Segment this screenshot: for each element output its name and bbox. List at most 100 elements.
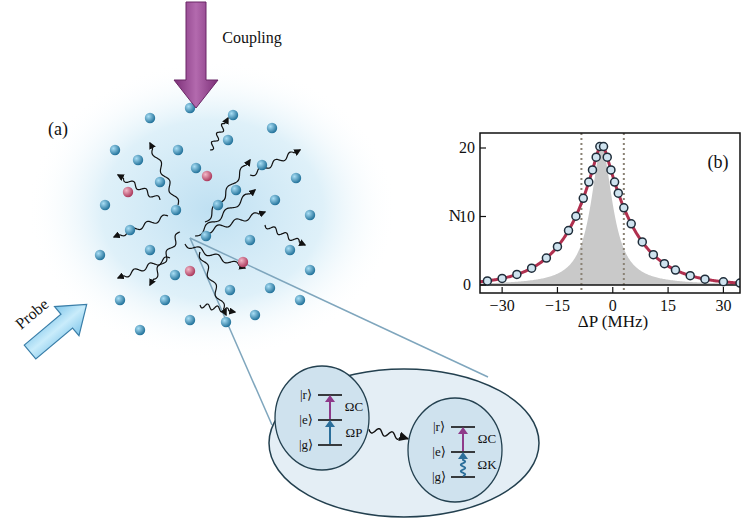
rydberg-atom: [185, 266, 195, 276]
fit-curve: [480, 145, 740, 284]
rabi-label: ΩC: [345, 400, 363, 414]
ground-atom: [265, 283, 275, 293]
data-point: [719, 278, 727, 286]
rydberg-atom: [238, 257, 248, 267]
data-point: [611, 178, 619, 186]
data-point: [686, 272, 694, 280]
level-scheme: |r⟩ |e⟩ |g⟩ ΩC ΩK: [407, 397, 503, 503]
state-label: |g⟩: [299, 438, 313, 452]
ground-atom: [257, 160, 267, 170]
level-scheme-outline: [274, 365, 370, 471]
scattered-photon: [210, 118, 228, 150]
tick-label: −15: [545, 297, 570, 315]
ground-atom: [145, 245, 155, 255]
data-point: [620, 204, 628, 212]
tick-mark: [480, 147, 486, 148]
state-label: |r⟩: [433, 420, 445, 434]
scattered-photon: [205, 212, 265, 233]
ground-atom: [170, 270, 180, 280]
energy-transfer-arrow: [369, 429, 408, 440]
state-label: |g⟩: [432, 470, 446, 484]
energy-level: [318, 444, 342, 446]
scattered-photon: [118, 175, 160, 200]
ground-atom: [231, 185, 241, 195]
data-point: [627, 220, 635, 228]
ground-atom: [221, 317, 231, 327]
rabi-label: ΩK: [477, 458, 496, 472]
scattered-photon: [200, 304, 235, 312]
data-point: [638, 238, 646, 246]
state-label: |e⟩: [432, 445, 445, 459]
ground-atom: [95, 250, 105, 260]
data-point: [660, 260, 668, 268]
data-point: [614, 189, 622, 197]
ground-atom: [270, 195, 280, 205]
reference-lorentzian: [480, 148, 740, 285]
plot-frame: [480, 133, 740, 293]
atom-bubble: [408, 398, 502, 502]
scattered-photon: [150, 232, 180, 285]
leader-line: [190, 238, 272, 425]
rabi-label: ΩC: [478, 432, 496, 446]
data-point: [542, 254, 550, 262]
level-scheme: |r⟩|e⟩|g⟩ΩCΩP: [274, 365, 370, 471]
ground-atom: [228, 110, 238, 120]
ground-atom: [135, 325, 145, 335]
ground-atom: [173, 145, 183, 155]
tick-mark: [480, 284, 486, 285]
data-point: [701, 275, 709, 283]
panel-label: (b): [708, 153, 729, 173]
coupling-beam: [174, 2, 218, 108]
data-point: [579, 194, 587, 202]
data-point: [572, 212, 580, 220]
ground-atom: [285, 245, 295, 255]
ground-atom: [295, 295, 305, 305]
scattered-photon: [205, 160, 250, 222]
arrow-head: [458, 427, 468, 434]
panel-label: (a): [48, 120, 68, 140]
leader-line: [190, 238, 488, 377]
probe-beam: [18, 290, 99, 367]
tick-label: 0: [609, 297, 617, 315]
tick-label: 20: [459, 139, 475, 157]
ground-atom: [191, 163, 201, 173]
data-point: [649, 251, 657, 259]
ground-atom: [171, 205, 181, 215]
arrow-head: [325, 395, 335, 402]
ground-atom: [160, 295, 170, 305]
tick-label: −30: [490, 297, 515, 315]
ground-atom: [267, 123, 277, 133]
axis-label: ΔP (MHz): [578, 313, 648, 332]
ground-atom: [213, 200, 223, 210]
scattered-photon: [185, 244, 245, 268]
arrow-head: [458, 452, 468, 459]
ground-atom: [291, 173, 301, 183]
ground-atom: [185, 315, 195, 325]
data-point: [528, 264, 536, 272]
coupling-transition: [462, 432, 464, 451]
energy-level: [451, 476, 475, 478]
tick-label: 10: [459, 208, 475, 226]
probe-transition: [329, 426, 331, 444]
ground-atom: [305, 265, 315, 275]
data-point: [483, 277, 491, 285]
scattered-photon: [265, 225, 305, 245]
plot: [465, 133, 747, 293]
zero-line: [480, 284, 740, 286]
decay-transition: [461, 457, 465, 476]
tick-mark: [612, 287, 613, 293]
inset-ellipse: [269, 369, 539, 517]
data-point: [513, 270, 521, 278]
data-point: [498, 274, 506, 282]
ground-atom: [100, 200, 110, 210]
data-point: [585, 178, 593, 186]
tick-mark: [667, 287, 668, 293]
ground-atom: [115, 295, 125, 305]
ground-atom: [305, 210, 315, 220]
scattered-photon: [114, 215, 168, 237]
ground-atom: [250, 310, 260, 320]
ground-atom: [145, 113, 155, 123]
